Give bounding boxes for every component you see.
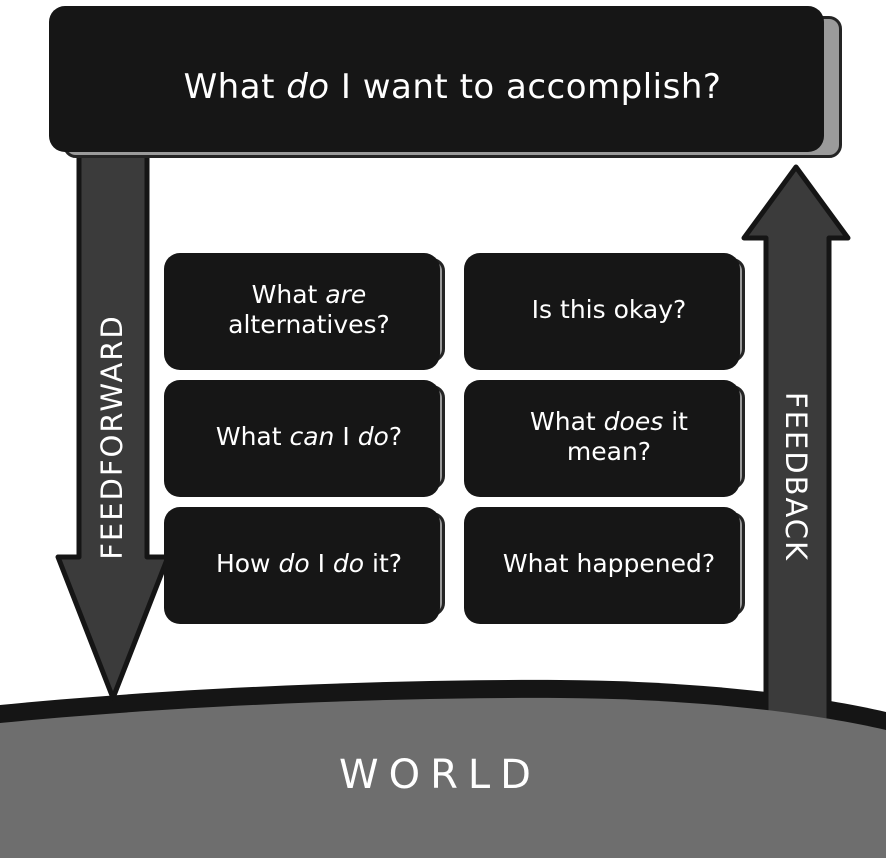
box-label: What happened? xyxy=(502,548,716,578)
box-what-can-i-do: What can I do? xyxy=(164,380,445,497)
feedforward-label: FEEDFORWARD xyxy=(95,314,129,560)
feedforward-arrow xyxy=(55,139,171,701)
box-what-happened: What happened? xyxy=(464,507,745,624)
box-is-this-okay: Is this okay? xyxy=(464,253,745,370)
feedback-label: FEEDBACK xyxy=(779,391,813,563)
box-label: What can I do? xyxy=(215,421,403,451)
box-how-do-i-do-it: How do I do it? xyxy=(164,507,445,624)
goal-box-label: What do I want to accomplish? xyxy=(183,67,722,107)
goal-box: What do I want to accomplish? xyxy=(49,6,842,158)
feedback-arrow xyxy=(741,164,851,743)
world-label: WORLD xyxy=(339,752,541,798)
world-surface xyxy=(0,697,886,858)
box-label: Is this okay? xyxy=(531,294,687,324)
box-label: How do I do it? xyxy=(215,548,403,578)
